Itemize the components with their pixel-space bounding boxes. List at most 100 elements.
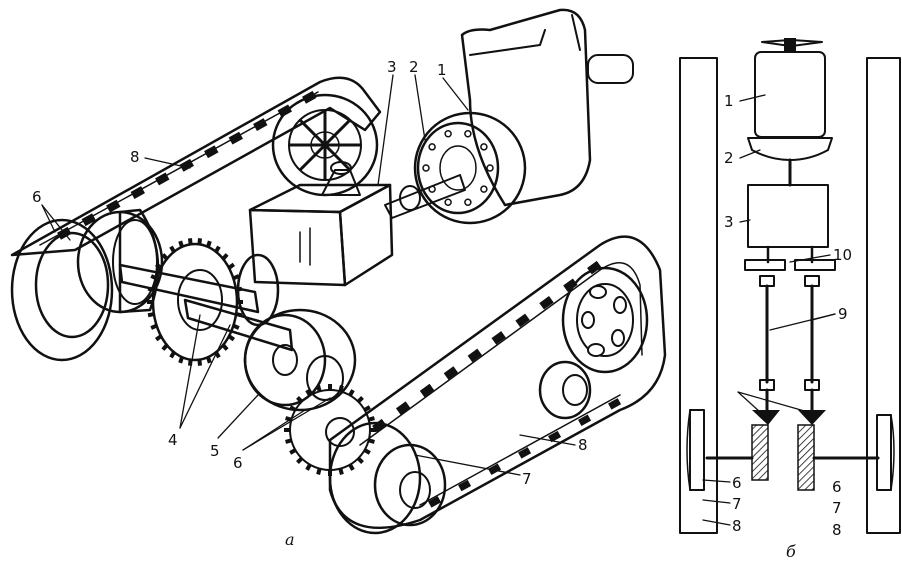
gear-tooth — [338, 385, 344, 392]
label-b-left-7: 7 — [732, 495, 742, 513]
track-link — [491, 331, 506, 345]
gear-tooth — [161, 343, 169, 351]
right-sprocket-teeth — [284, 384, 376, 476]
figure-b-labels: 1 2 3 10 9 6 7 8 6 7 8 б — [724, 92, 852, 561]
caption-b: б — [786, 542, 796, 561]
track-link — [428, 496, 442, 508]
gear-tooth — [348, 463, 355, 471]
engine — [460, 8, 634, 207]
track-link — [179, 158, 194, 172]
label-b-right-6: 6 — [832, 478, 842, 496]
gear-tooth — [161, 253, 169, 261]
couplings-plan — [744, 245, 836, 287]
gear-tooth — [363, 448, 371, 455]
fan-icon — [761, 38, 823, 52]
gear-tooth — [348, 389, 355, 397]
gear-tooth — [206, 240, 212, 248]
bolt — [464, 130, 472, 138]
shafts-plan — [759, 284, 820, 412]
figure-b-leaders — [702, 94, 836, 526]
label-b-engine: 1 — [724, 92, 734, 110]
track-link — [458, 479, 472, 492]
label-engine: 1 — [437, 61, 447, 79]
gear-tooth — [206, 356, 212, 364]
label-b-clutch: 2 — [724, 149, 734, 167]
figure-b: 1 2 3 10 9 6 7 8 6 7 8 б — [679, 38, 901, 561]
gear-tooth — [187, 238, 193, 245]
track-link — [204, 145, 219, 159]
gear-tooth — [289, 405, 297, 412]
bolt — [422, 164, 430, 172]
track-link — [548, 430, 562, 443]
left-drive-wheel-plan — [689, 409, 705, 491]
track-link — [372, 418, 387, 433]
gear-tooth — [169, 351, 176, 359]
gear-tooth — [356, 456, 364, 464]
label-b-shafts: 9 — [838, 305, 848, 323]
gear-tooth — [296, 396, 304, 404]
track-link — [539, 296, 554, 310]
track-link — [518, 447, 532, 459]
clutch-flange — [413, 111, 527, 225]
label-b-right-8: 8 — [832, 521, 842, 539]
track-link — [443, 366, 459, 380]
figure-a-leaders — [41, 74, 576, 476]
gear-tooth — [147, 286, 155, 292]
bolt — [480, 185, 488, 193]
bolt — [480, 143, 488, 151]
track-link — [608, 398, 622, 410]
bolt — [444, 130, 452, 138]
right-drive-wheel-plan — [876, 414, 892, 491]
gear-tooth — [285, 438, 292, 444]
track-link — [488, 463, 502, 475]
gear-tooth — [197, 359, 203, 366]
track-link — [130, 186, 145, 199]
gear-tooth — [316, 468, 322, 475]
figure-a: 1 2 3 8 6 4 5 6 7 8 а — [10, 8, 667, 549]
gear-tooth — [221, 343, 229, 351]
track-link — [106, 199, 121, 213]
label-half-axles: 4 — [168, 431, 178, 449]
label-side-clutches: 5 — [210, 442, 220, 460]
gear-tooth — [227, 334, 236, 342]
lower-track — [328, 235, 667, 535]
label-sprockets-right: 6 — [233, 454, 243, 472]
right-track-plan — [866, 57, 901, 534]
gearbox — [248, 161, 394, 287]
gear-tooth — [227, 262, 236, 270]
track-link — [155, 172, 170, 186]
right-half-axle — [183, 298, 357, 412]
track-link — [395, 401, 411, 415]
gear-tooth — [178, 240, 184, 248]
caption-a: а — [285, 530, 295, 549]
gear-tooth — [178, 356, 184, 364]
label-b-couplings: 10 — [833, 246, 852, 264]
bolt — [444, 198, 452, 206]
far-idler-wheel — [271, 93, 379, 197]
gear-tooth — [305, 463, 312, 471]
track-link — [515, 313, 530, 328]
gear-tooth — [363, 405, 371, 412]
gear-tooth — [154, 262, 163, 270]
gear-tooth — [150, 323, 158, 330]
gear-tooth — [368, 416, 375, 422]
figure-a-labels: 1 2 3 8 6 4 5 6 7 8 а — [32, 58, 588, 549]
gear-tooth — [169, 245, 176, 253]
gear-tooth — [147, 312, 155, 318]
gear-tooth — [221, 253, 229, 261]
gear-tooth — [305, 389, 312, 397]
label-b-right-7: 7 — [832, 499, 842, 517]
label-gearbox: 3 — [387, 58, 397, 76]
gear-tooth — [296, 456, 304, 464]
track-link — [81, 213, 96, 227]
label-b-left-8: 8 — [732, 517, 742, 535]
label-sprockets-left: 6 — [32, 188, 42, 206]
track-link — [419, 383, 435, 398]
track-link — [467, 348, 483, 363]
gear-tooth — [289, 448, 297, 455]
clutch-plan — [747, 137, 833, 161]
label-b-left-6: 6 — [732, 474, 742, 492]
gear-tooth — [154, 334, 163, 342]
track-link — [253, 118, 268, 131]
